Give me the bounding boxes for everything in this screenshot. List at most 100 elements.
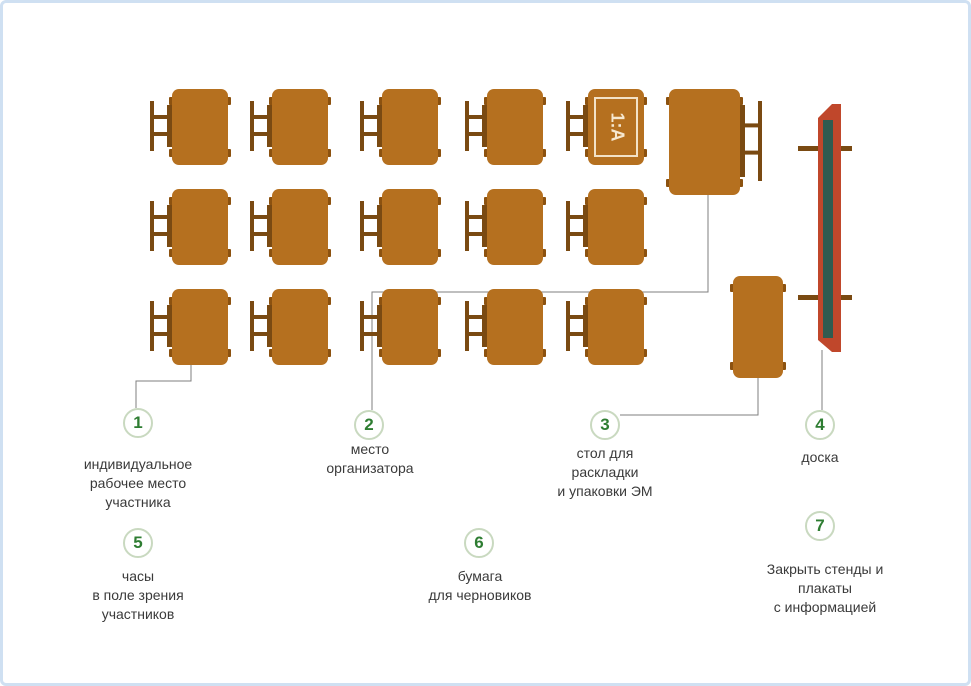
chair-icon: [360, 301, 382, 351]
chair-rail: [360, 332, 382, 336]
desk-top: [588, 189, 644, 265]
chair-icon: [250, 301, 272, 351]
chair-seat-edge: [167, 205, 172, 247]
legend-label-line: и упаковки ЭМ: [557, 483, 653, 499]
chair-icon: [150, 201, 172, 251]
chair-back: [150, 201, 154, 251]
student-desk: [150, 89, 231, 165]
desk-top: [733, 276, 783, 378]
chair-rail: [566, 332, 588, 336]
chair-rail: [360, 232, 382, 236]
chair-icon: [465, 201, 487, 251]
chair-back: [150, 101, 154, 151]
student-desks: 1:А: [150, 89, 786, 378]
chair-seat-edge: [377, 105, 382, 147]
legend-label-line: место: [350, 441, 390, 457]
legend-label-line: бумага: [457, 568, 503, 584]
connector-lines: [135, 195, 823, 416]
chair-icon: [465, 301, 487, 351]
chair-seat-edge: [167, 305, 172, 347]
desk-top: [272, 289, 328, 365]
legend-label-line: стол для: [576, 445, 634, 461]
chair-rail: [566, 215, 588, 219]
organizer-table: [666, 89, 762, 195]
desk-top: [272, 189, 328, 265]
legend-label-2: место организатора: [300, 440, 440, 478]
chair-rail: [566, 232, 588, 236]
chair-back: [566, 301, 570, 351]
legend-label-5: часы в поле зрения участников: [68, 567, 208, 624]
chair-icon: [465, 101, 487, 151]
chair-rail: [250, 232, 272, 236]
desk-top: [669, 89, 740, 195]
chair-seat-edge: [583, 205, 588, 247]
legend-label-3: стол для раскладки и упаковки ЭМ: [535, 444, 675, 501]
desk-top: [487, 89, 543, 165]
chair-rail: [250, 115, 272, 119]
chair-rail: [465, 315, 487, 319]
chair-icon: [740, 101, 762, 181]
chair-back: [360, 201, 364, 251]
legend-label-1: индивидуальное рабочее место участника: [58, 455, 218, 512]
legend-label-4: доска: [780, 448, 860, 467]
student-desk: [360, 289, 441, 365]
chair-back: [465, 101, 469, 151]
chair-seat-edge: [377, 205, 382, 247]
legend-label-line: доска: [801, 449, 839, 465]
student-desk: [360, 189, 441, 265]
student-desk: [360, 89, 441, 165]
chair-rail: [250, 215, 272, 219]
chair-rail: [465, 332, 487, 336]
chair-rail: [465, 132, 487, 136]
student-desk: [250, 89, 331, 165]
legend-label-line: организатора: [326, 460, 414, 476]
connector-line-3: [620, 378, 759, 416]
chair-icon: [150, 301, 172, 351]
legend-label-line: плакаты: [798, 580, 852, 596]
desk-tag-label: 1:А: [607, 112, 627, 141]
student-desk: [250, 289, 331, 365]
desk-top: [172, 89, 228, 165]
desk-top: [172, 189, 228, 265]
chair-rail: [250, 332, 272, 336]
chair-rail: [150, 315, 172, 319]
chair-rail: [360, 315, 382, 319]
legend-label-line: рабочее место: [89, 475, 187, 491]
chair-back: [566, 201, 570, 251]
chair-seat-edge: [740, 105, 745, 177]
chair-seat-edge: [377, 305, 382, 347]
chair-rail: [150, 215, 172, 219]
chair-rail: [465, 232, 487, 236]
chair-seat-edge: [583, 105, 588, 147]
legend-number-6: 6: [464, 528, 494, 558]
chair-rail: [150, 115, 172, 119]
chair-back: [465, 201, 469, 251]
legend-label-line: индивидуальное: [83, 456, 193, 472]
student-desk: [566, 289, 647, 365]
legend-number-4: 4: [805, 410, 835, 440]
chair-seat-edge: [167, 105, 172, 147]
chair-seat-edge: [267, 205, 272, 247]
student-desk: 1:А: [566, 89, 647, 165]
board: [798, 104, 852, 352]
legend-label-6: бумага для черновиков: [400, 567, 560, 605]
legend-label-line: с информацией: [773, 599, 877, 615]
desk-top: [382, 89, 438, 165]
legend-label-line: участников: [101, 606, 175, 622]
chair-back: [250, 301, 254, 351]
chair-icon: [566, 201, 588, 251]
chair-rail: [465, 115, 487, 119]
chair-back: [250, 201, 254, 251]
desk-top: [382, 189, 438, 265]
chair-back: [758, 101, 762, 181]
chair-seat-edge: [482, 105, 487, 147]
legend-label-line: участника: [105, 494, 171, 510]
desk-top: [382, 289, 438, 365]
student-desk: [150, 189, 231, 265]
student-desk: [465, 189, 546, 265]
legend-label-line: для черновиков: [428, 587, 532, 603]
chair-rail: [566, 115, 588, 119]
student-desk: [566, 189, 647, 265]
chair-seat-edge: [482, 205, 487, 247]
